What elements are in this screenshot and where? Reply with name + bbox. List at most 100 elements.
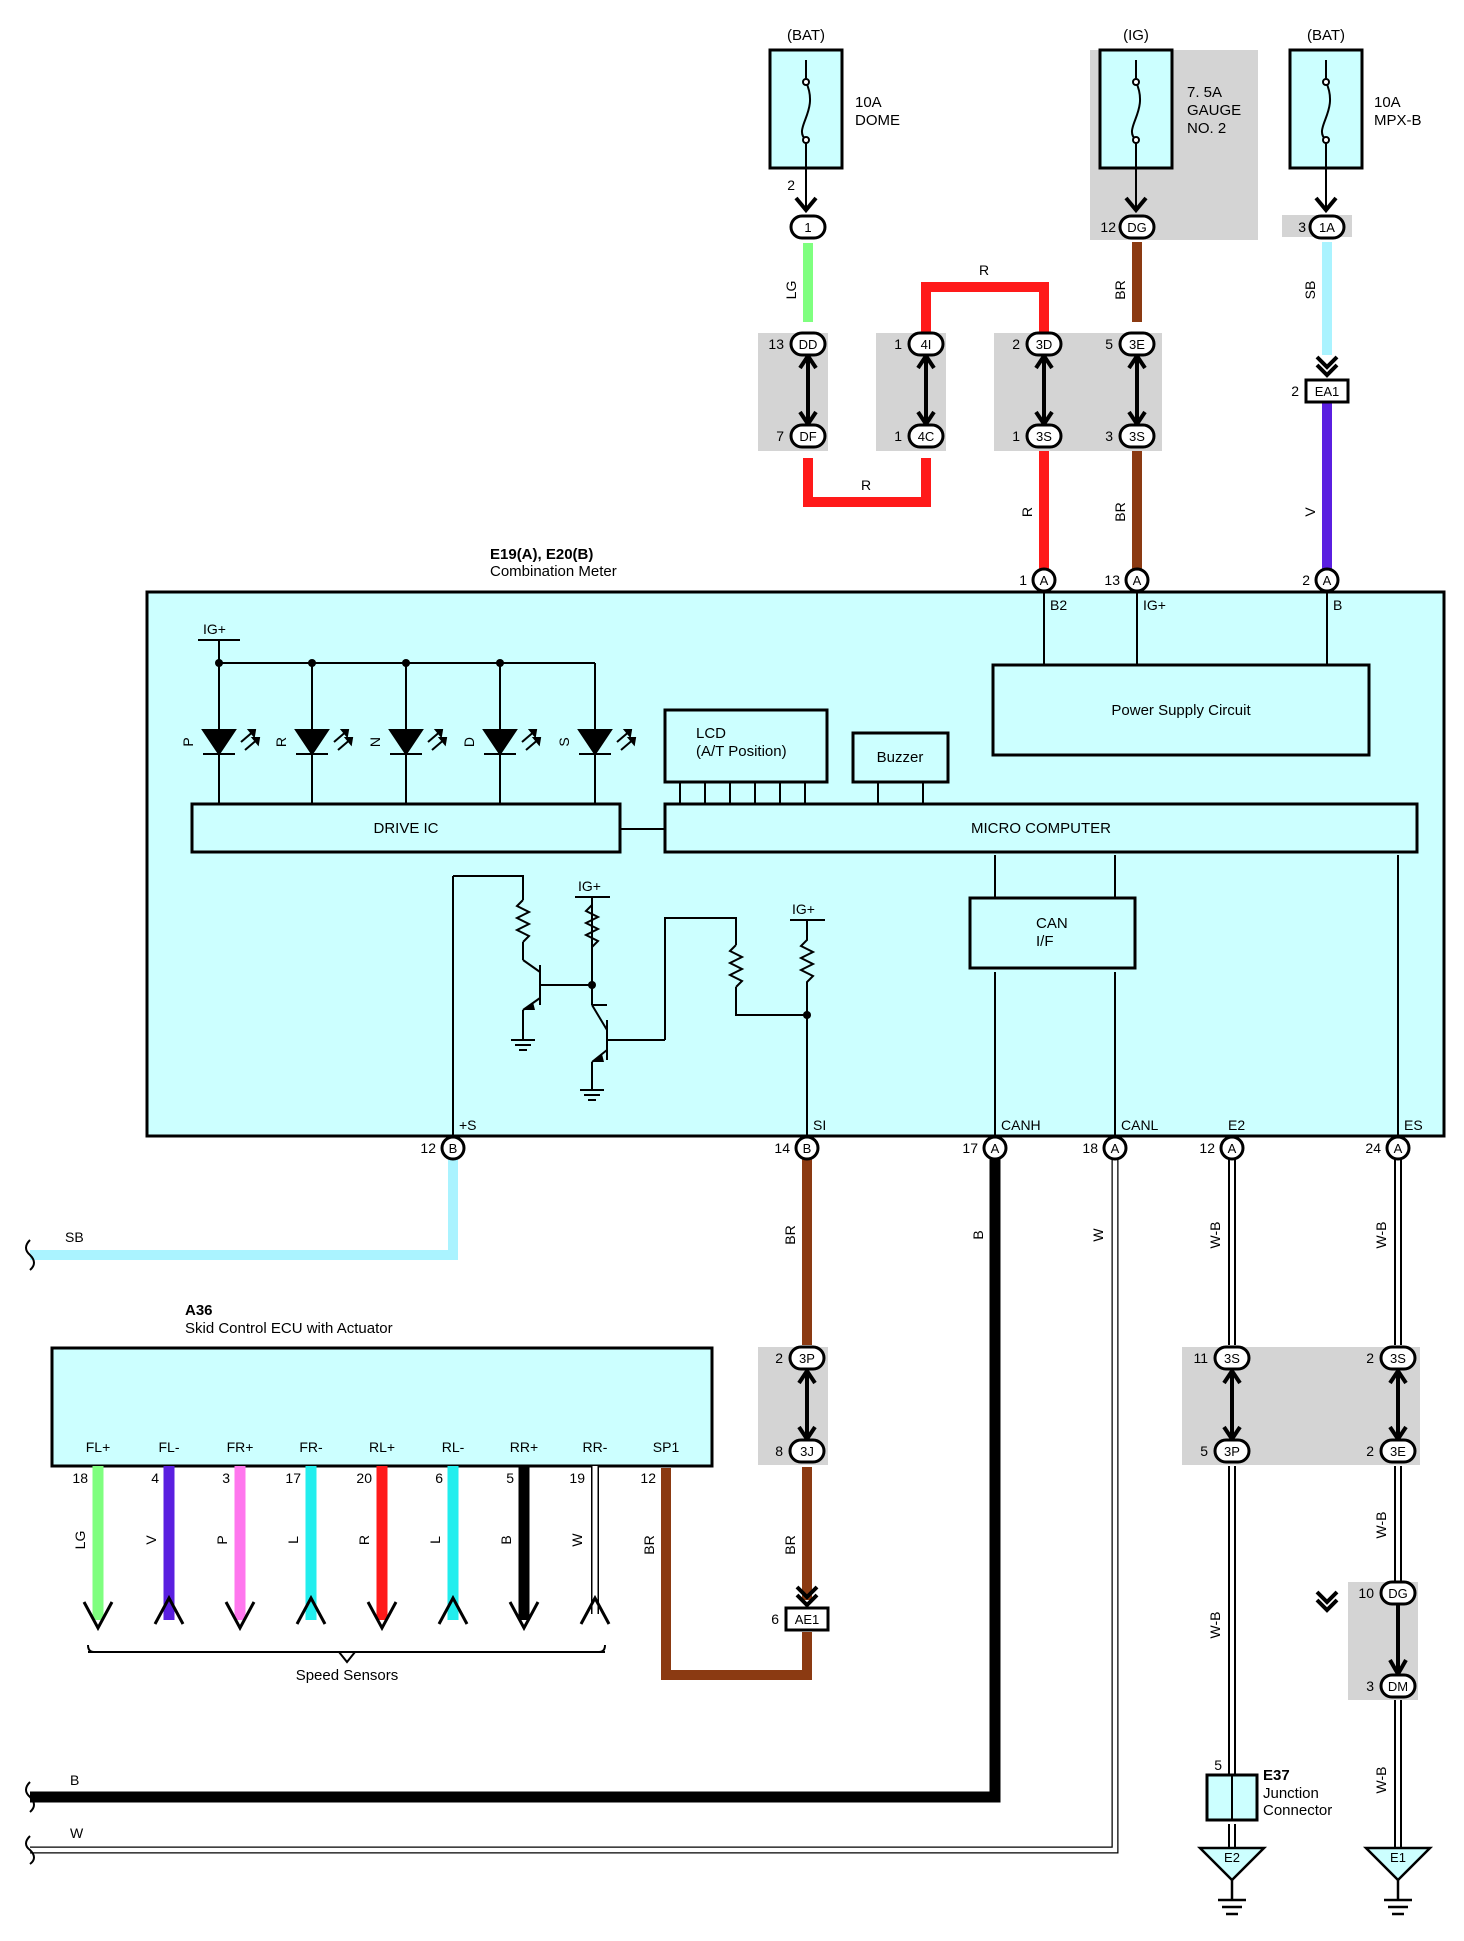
sensor-wire-fr-minus bbox=[295, 1466, 327, 1625]
ecu-term-label: FR+ bbox=[227, 1439, 254, 1455]
ecu-wire-color-label: LG bbox=[72, 1531, 88, 1550]
ecu-pin-label: 19 bbox=[569, 1470, 585, 1486]
fuse-dome-name: DOME bbox=[855, 112, 900, 129]
ecu-term-label: FR- bbox=[299, 1439, 323, 1455]
wire-sb-2: SB bbox=[65, 1229, 84, 1245]
conn-a-2: A bbox=[1323, 573, 1332, 588]
conn-b-12: B bbox=[449, 1141, 458, 1156]
ecu-wire-color-label: B bbox=[498, 1535, 514, 1544]
can-if-label: I/F bbox=[1036, 933, 1054, 950]
pin-1-3s: 1 bbox=[1012, 428, 1020, 444]
meter-subtitle: Combination Meter bbox=[490, 563, 617, 580]
wire-r-v: R bbox=[1019, 507, 1035, 517]
conn-dg: DG bbox=[1127, 220, 1147, 235]
pin-2-3e: 2 bbox=[1366, 1443, 1374, 1459]
skid-control-ecu bbox=[50, 1346, 714, 1664]
pin-1-4c: 1 bbox=[894, 428, 902, 444]
sensor-wire-fl-minusplus bbox=[82, 1466, 114, 1632]
wire-br-5: BR bbox=[641, 1535, 657, 1554]
conn-a-1: A bbox=[1040, 573, 1049, 588]
connector-pills bbox=[788, 214, 1417, 1699]
conn-3p: 3P bbox=[799, 1351, 815, 1366]
pin-13-a: 13 bbox=[1104, 572, 1120, 588]
wire-br-3: BR bbox=[782, 1225, 798, 1244]
ecu-term-label: RL+ bbox=[369, 1439, 395, 1455]
pin-5-3e: 5 bbox=[1105, 336, 1113, 352]
fuse-dome-amp: 10A bbox=[855, 94, 882, 111]
conn-ea1: EA1 bbox=[1315, 384, 1340, 399]
ig-label-si: IG+ bbox=[792, 901, 815, 917]
pin-11-3s: 11 bbox=[1193, 1350, 1208, 1366]
junction-line2: Connector bbox=[1263, 1802, 1332, 1819]
ecu-wire-color-label: L bbox=[285, 1536, 301, 1544]
ecu-subtitle: Skid Control ECU with Actuator bbox=[185, 1320, 393, 1337]
conn-df: DF bbox=[799, 429, 816, 444]
pin-10-dg: 10 bbox=[1358, 1585, 1374, 1601]
wire-br-1: BR bbox=[1112, 280, 1128, 299]
power-label-ig: (IG) bbox=[1123, 27, 1149, 44]
fuse-mpx-pin: 3 bbox=[1298, 219, 1306, 235]
pin-5-3p: 5 bbox=[1200, 1443, 1208, 1459]
wire-wb-5: W-B bbox=[1373, 1767, 1389, 1794]
sensor-wire-rr-minusplus bbox=[508, 1466, 540, 1632]
ecu-pin-label: 18 bbox=[72, 1470, 88, 1486]
fuse-gauge-name: GAUGE bbox=[1187, 102, 1241, 119]
drive-ic-label: DRIVE IC bbox=[373, 820, 438, 837]
wire-br-4: BR bbox=[782, 1535, 798, 1554]
meter-title: E19(A), E20(B) bbox=[490, 546, 593, 563]
fuse-gauge-pin: 12 bbox=[1100, 219, 1116, 235]
ig-label-transistor: IG+ bbox=[578, 878, 601, 894]
ecu-wire-color-label: L bbox=[427, 1536, 443, 1544]
conn-1: 1 bbox=[804, 220, 811, 235]
ecu-wire-color-label: V bbox=[143, 1535, 159, 1545]
speed-sensors-label: Speed Sensors bbox=[296, 1667, 399, 1684]
power-supply-label: Power Supply Circuit bbox=[1111, 702, 1251, 719]
fuse-mpx-name: MPX-B bbox=[1374, 112, 1422, 129]
conn-ae1: AE1 bbox=[795, 1612, 820, 1627]
can-label: CAN bbox=[1036, 915, 1068, 932]
conn-1a: 1A bbox=[1319, 220, 1335, 235]
conn-3s-1: 3S bbox=[1036, 429, 1052, 444]
led-n: N bbox=[367, 737, 383, 747]
ig-label-leds: IG+ bbox=[203, 621, 226, 637]
wire-lg: LG bbox=[783, 281, 799, 300]
pin-8-3j: 8 bbox=[775, 1443, 783, 1459]
sensor-wire-rl-minusplus bbox=[366, 1466, 398, 1632]
ecu-pin-label: 20 bbox=[356, 1470, 372, 1486]
pin-1-a: 1 bbox=[1019, 572, 1027, 588]
ecu-pin-label: 5 bbox=[506, 1470, 514, 1486]
power-label-bat-mpx: (BAT) bbox=[1307, 27, 1345, 44]
ground-e1: E1 bbox=[1390, 1850, 1406, 1865]
pin-1-4i: 1 bbox=[894, 336, 902, 352]
sensor-wire-fl-minus bbox=[153, 1466, 185, 1625]
ecu-pin-label: 6 bbox=[435, 1470, 443, 1486]
meter-labels: E19(A), E20(B) Combination Meter B2 IG+ … bbox=[180, 546, 1423, 1133]
ecu-term-label: RL- bbox=[442, 1439, 465, 1455]
sensor-wire-rr-minus bbox=[579, 1466, 611, 1625]
conn-a-13: A bbox=[1133, 573, 1142, 588]
junction-connector bbox=[1205, 1773, 1259, 1822]
wire-wb-3: W-B bbox=[1207, 1612, 1223, 1639]
wire-w-2: W bbox=[70, 1825, 84, 1841]
conn-dd: DD bbox=[799, 337, 818, 352]
wire-color-labels: LG R R BR SB R BR V SB BR B W W-B W-B BR… bbox=[65, 262, 1389, 1841]
fuses bbox=[768, 48, 1364, 214]
pin-18-a: 18 bbox=[1082, 1140, 1098, 1156]
ecu-pin-sp1: 12 bbox=[640, 1470, 656, 1486]
ecu-pin-label: 4 bbox=[151, 1470, 159, 1486]
pin-24-a: 24 bbox=[1365, 1140, 1381, 1156]
ecu-sensor-wires: FL+18LGFL-4VFR+3PFR-17LRL+20RRL-6LRR+5BR… bbox=[72, 1439, 611, 1632]
ecu-labels: A36 Skid Control ECU with Actuator SP1 1… bbox=[185, 1302, 679, 1684]
conn-4i: 4I bbox=[921, 337, 932, 352]
wire-wb-1: W-B bbox=[1207, 1222, 1223, 1249]
pin-14-b: 14 bbox=[774, 1140, 790, 1156]
fuse-gauge-amp: 7. 5A bbox=[1187, 84, 1222, 101]
combination-meter bbox=[145, 590, 1446, 1138]
conn-dg-2: DG bbox=[1388, 1586, 1408, 1601]
sensor-wire-rl-minus bbox=[437, 1466, 469, 1625]
conn-3s-2: 3S bbox=[1129, 429, 1145, 444]
sensor-wire-fr-minusplus bbox=[224, 1466, 256, 1632]
pin-7-df: 7 bbox=[776, 428, 784, 444]
wires bbox=[30, 242, 1402, 1854]
wire-br-2: BR bbox=[1112, 502, 1128, 521]
